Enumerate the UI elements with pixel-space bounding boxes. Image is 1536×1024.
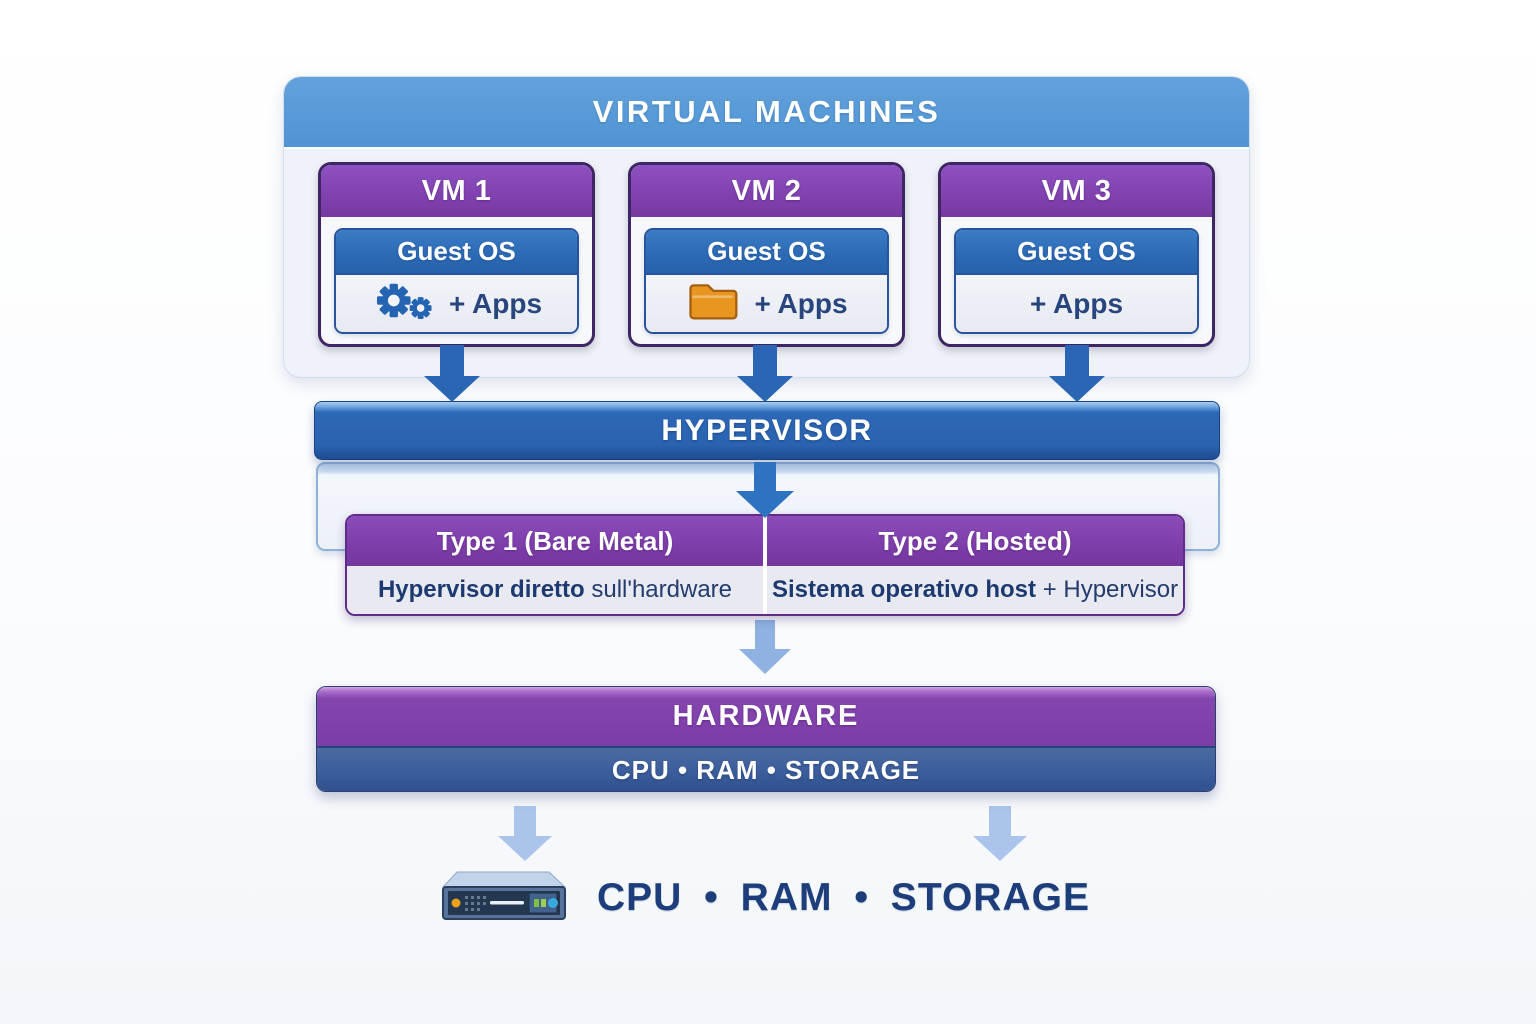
type2-description-rest: + Hypervisor xyxy=(1036,576,1179,603)
vm3-title: VM 3 xyxy=(941,165,1212,217)
vm2-card: VM 2 Guest OS + Apps xyxy=(628,162,905,347)
vm1-os-box: Guest OS xyxy=(334,228,579,334)
hardware-components-label: CPU • RAM • STORAGE xyxy=(317,746,1215,791)
type2-description-bold: Sistema operativo host xyxy=(771,576,1037,603)
vm1-title: VM 1 xyxy=(321,165,592,217)
vm3-body: Guest OS + Apps xyxy=(941,217,1212,344)
type1-description-bold: Hypervisor diretto xyxy=(377,576,585,603)
vm3-card: VM 3 Guest OS + Apps xyxy=(938,162,1215,347)
hardware-left-arrow-icon xyxy=(498,806,552,861)
vm2-apps-row: + Apps xyxy=(646,275,887,332)
type1-description-rest: sull'hardware xyxy=(584,576,733,603)
vm1-body: Guest OS xyxy=(321,217,592,344)
vm2-body: Guest OS + Apps xyxy=(631,217,902,344)
server-icon xyxy=(437,868,571,929)
vm1-apps-row: + Apps xyxy=(336,275,577,332)
vm3-guest-os-label: Guest OS xyxy=(956,230,1197,275)
vm1-card: VM 1 Guest OS xyxy=(318,162,595,347)
hypervisor-to-types-arrow-icon xyxy=(736,462,794,518)
hardware-bar: HARDWARE CPU • RAM • STORAGE xyxy=(316,686,1216,792)
vm1-guest-os-label: Guest OS xyxy=(336,230,577,275)
hypervisor-bar: HYPERVISOR xyxy=(314,401,1220,460)
vm2-guest-os-label: Guest OS xyxy=(646,230,887,275)
virtual-machines-section: VIRTUAL MACHINES VM 1 Guest OS xyxy=(283,76,1250,378)
physical-resources-row: CPU • RAM • STORAGE xyxy=(437,866,1090,930)
type-columns-divider xyxy=(763,516,767,614)
virtual-machines-title: VIRTUAL MACHINES xyxy=(284,77,1249,149)
vm2-apps-label: + Apps xyxy=(754,287,848,319)
vm3-apps-label: + Apps xyxy=(1029,287,1124,319)
type2-description: Sistema operativo host + Hypervisor xyxy=(767,566,1183,614)
type2-title: Type 2 (Hosted) xyxy=(767,516,1183,566)
vm3-to-hypervisor-arrow-icon xyxy=(1049,345,1105,402)
vm2-to-hypervisor-arrow-icon xyxy=(737,345,793,402)
vm1-to-hypervisor-arrow-icon xyxy=(424,345,480,402)
vm3-apps-row: + Apps xyxy=(956,275,1197,332)
vm2-os-box: Guest OS + Apps xyxy=(644,228,889,334)
physical-resources-label: CPU • RAM • STORAGE xyxy=(597,876,1090,919)
hardware-title: HARDWARE xyxy=(317,687,1215,746)
hardware-right-arrow-icon xyxy=(973,806,1027,861)
folder-icon xyxy=(685,278,740,329)
hypervisor-label: HYPERVISOR xyxy=(661,413,873,447)
vm2-title: VM 2 xyxy=(631,165,902,217)
hypervisor-types-box: Type 1 (Bare Metal) Type 2 (Hosted) Hype… xyxy=(345,514,1185,616)
vm-cards-row: VM 1 Guest OS xyxy=(284,149,1249,347)
type1-title: Type 1 (Bare Metal) xyxy=(347,516,763,566)
types-to-hardware-arrow-icon xyxy=(739,620,791,674)
type1-description: Hypervisor diretto sull'hardware xyxy=(347,566,763,614)
vm1-apps-label: + Apps xyxy=(448,287,543,319)
vm3-os-box: Guest OS + Apps xyxy=(954,228,1199,334)
gear-icon xyxy=(371,277,435,331)
